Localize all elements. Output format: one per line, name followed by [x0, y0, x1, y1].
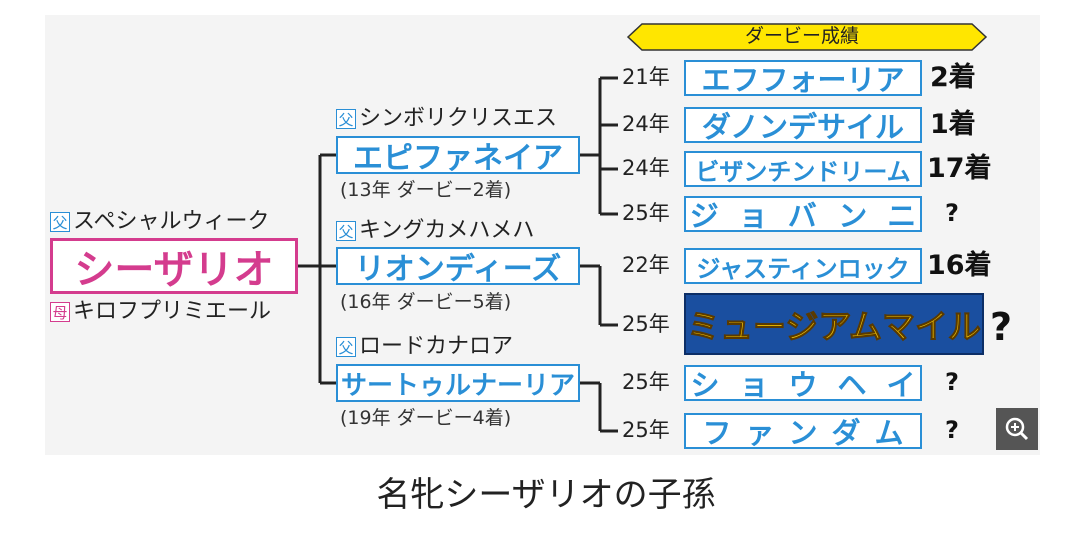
child-sire-name: キングカメハメハ [359, 218, 535, 243]
grandchild-year: 21年 [622, 65, 670, 89]
child-sire-name: シンボリクリスエス [359, 106, 558, 131]
child-derby: (16年 ダービー5着) [340, 291, 512, 313]
dam-tag: 母 [50, 302, 70, 322]
grandchild-name: ジャスティンロック [684, 248, 922, 284]
dam-name: キロフプリミエール [73, 299, 272, 324]
grandchild-name: ショウヘイ [684, 365, 922, 402]
grandchild-result: ? [990, 305, 1013, 349]
figure-caption: 名牝シーザリオの子孫 [376, 475, 716, 515]
grandchild-year: 24年 [622, 156, 670, 180]
grandchild-result: ? [945, 368, 959, 396]
dam-line: 母キロフプリミエール [50, 301, 271, 323]
child-derby: (19年 ダービー4着) [340, 407, 512, 429]
child-sire-tag: 父 [336, 337, 356, 357]
child-derby: (13年 ダービー2着) [340, 179, 512, 201]
grandchild-name: ジョバンニ [684, 196, 922, 233]
grandchild-result: 2着 [930, 62, 976, 93]
child-name: サートゥルナーリア [336, 364, 580, 402]
sire-line: 父スペシャルウィーク [50, 211, 269, 233]
grandchild-year: 25年 [622, 370, 670, 394]
child-sire-line: 父シンボリクリスエス [336, 108, 557, 130]
grandchild-year: 22年 [622, 253, 670, 277]
child-sire-tag: 父 [336, 221, 356, 241]
grandchild-year: 25年 [622, 312, 670, 336]
grandchild-name-highlight: ミュージアムマイル [684, 293, 984, 355]
main-horse: シーザリオ [50, 238, 298, 294]
child-name: リオンディーズ [336, 247, 580, 287]
grandchild-year: 24年 [622, 112, 670, 136]
grandchild-year: 25年 [622, 201, 670, 225]
zoom-button[interactable] [996, 408, 1038, 450]
child-sire-tag: 父 [336, 109, 356, 129]
sire-tag: 父 [50, 212, 70, 232]
grandchild-result: 16着 [927, 250, 992, 281]
grandchild-result: 17着 [927, 153, 992, 184]
child-sire-line: 父ロードカナロア [336, 336, 513, 358]
child-sire-name: ロードカナロア [359, 334, 514, 359]
sire-name: スペシャルウィーク [73, 209, 270, 234]
grandchild-result: 1着 [930, 109, 976, 140]
grandchild-name: ダノンデサイル [684, 107, 922, 144]
child-name: エピファネイア [336, 136, 580, 176]
grandchild-result: ? [945, 199, 959, 227]
grandchild-name: ファンダム [684, 413, 922, 450]
grandchild-name: エフフォーリア [684, 60, 922, 97]
child-sire-line: 父キングカメハメハ [336, 220, 534, 242]
grandchild-name: ビザンチンドリーム [684, 151, 922, 187]
derby-banner-shape [626, 23, 988, 51]
grandchild-result: ? [945, 416, 959, 444]
grandchild-year: 25年 [622, 418, 670, 442]
derby-banner-label: ダービー成績 [745, 25, 860, 47]
